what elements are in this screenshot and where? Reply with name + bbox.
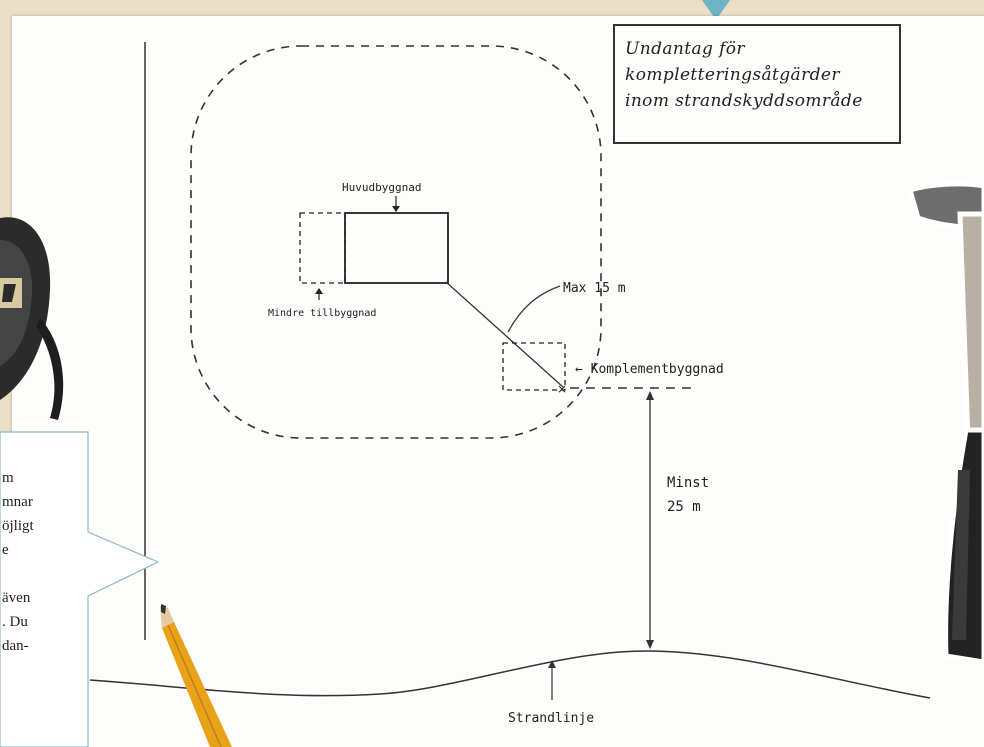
- callout-text: m mnar öjligt e även . Du dan-: [0, 466, 100, 658]
- callout-line: e: [0, 538, 100, 562]
- callout-line: [0, 562, 100, 586]
- callout-line: även: [0, 586, 100, 610]
- callout-line: öjligt: [0, 514, 100, 538]
- tape-measure-icon: [0, 217, 63, 420]
- callout-line: . Du: [0, 610, 100, 634]
- callout-line: mnar: [0, 490, 100, 514]
- callout-line: dan-: [0, 634, 100, 658]
- hammer-icon: [910, 184, 984, 662]
- callout-line: m: [0, 466, 100, 490]
- pencil-icon: [160, 604, 232, 747]
